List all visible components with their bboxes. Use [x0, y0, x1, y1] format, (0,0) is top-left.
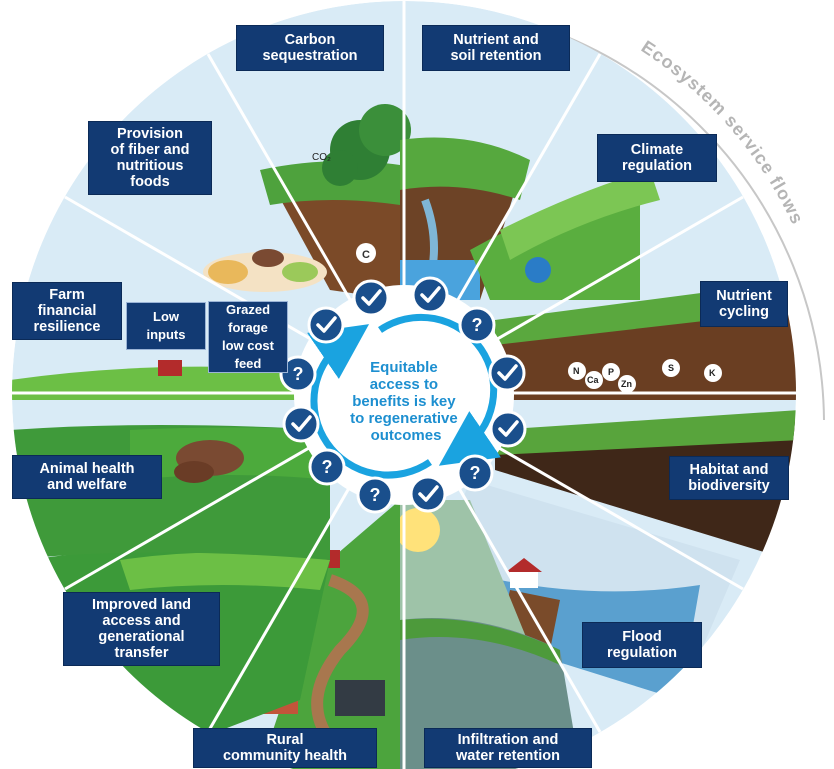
svg-text:?: ?	[293, 364, 304, 384]
badge-fiber-check-icon	[307, 306, 345, 344]
center-line-5: outcomes	[371, 427, 442, 444]
slice-carbon: CO₂ C	[260, 104, 411, 300]
label-animal-health-welfare: Animal health and welfare	[12, 455, 162, 499]
flow-arrow-right	[378, 313, 501, 466]
slice-climate	[470, 170, 660, 300]
nutrient-n: N	[573, 366, 580, 376]
svg-text:?: ?	[370, 485, 381, 505]
nutrient-markers: N Ca P Zn S K	[568, 359, 722, 393]
label-infiltration-water-retention: Infiltration and water retention	[424, 728, 592, 768]
label-climate-regulation: Climate regulation	[597, 134, 717, 182]
co2-label: CO₂	[312, 152, 331, 163]
svg-text:?: ?	[322, 457, 333, 477]
center-line-2: access to	[370, 376, 438, 393]
badge-flood-question-icon: ?	[456, 454, 494, 492]
badge-nutrient-cycling-check-icon	[488, 354, 526, 392]
nutrient-zn: Zn	[621, 379, 632, 389]
nutrient-p: P	[608, 367, 614, 377]
nutrient-s: S	[668, 363, 674, 373]
badge-infiltration-check-icon	[409, 475, 447, 513]
flow-arrow-left	[307, 324, 432, 479]
center-line-3: benefits is key	[352, 393, 456, 410]
center-text: Equitable access to benefits is key to r…	[350, 359, 462, 444]
badge-land-question-icon: ?	[308, 448, 346, 486]
badge-nutrient-soil-check-icon	[411, 276, 449, 314]
label-nutrient-cycling: Nutrient cycling	[700, 281, 788, 327]
badge-habitat-check-icon	[489, 410, 527, 448]
badge-animal-check-icon	[282, 405, 320, 443]
slice-habitat	[495, 410, 796, 560]
center-line-1: Equitable	[370, 359, 438, 376]
carbon-c-label: C	[362, 249, 370, 261]
label-flood-regulation: Flood regulation	[582, 622, 702, 668]
label-farm-financial-resilience: Farm financial resilience	[12, 282, 122, 340]
center-line-4: to regenerative	[350, 410, 458, 427]
badge-carbon-check-icon	[352, 279, 390, 317]
badge-climate-question-icon: ?	[458, 306, 496, 344]
svg-text:?: ?	[472, 315, 483, 335]
label-rural-community-health: Rural community health	[193, 728, 377, 768]
badge-farm-financial-question-icon: ?	[279, 355, 317, 393]
status-badges: ?????	[279, 276, 527, 514]
label-grazed-forage: Grazed forage low cost feed	[208, 301, 288, 373]
nutrient-ca: Ca	[587, 375, 599, 385]
svg-text:?: ?	[470, 463, 481, 483]
label-carbon-sequestration: Carbon sequestration	[236, 25, 384, 71]
badge-rural-question-icon: ?	[356, 476, 394, 514]
label-improved-land-access: Improved land access and generational tr…	[63, 592, 220, 666]
slice-fiber	[203, 249, 327, 292]
label-provision-fiber-foods: Provision of fiber and nutritious foods	[88, 121, 212, 195]
label-habitat-biodiversity: Habitat and biodiversity	[669, 456, 789, 500]
label-nutrient-soil-retention: Nutrient and soil retention	[422, 25, 570, 71]
label-low-inputs: Low inputs	[126, 302, 206, 350]
nutrient-k: K	[709, 368, 716, 378]
